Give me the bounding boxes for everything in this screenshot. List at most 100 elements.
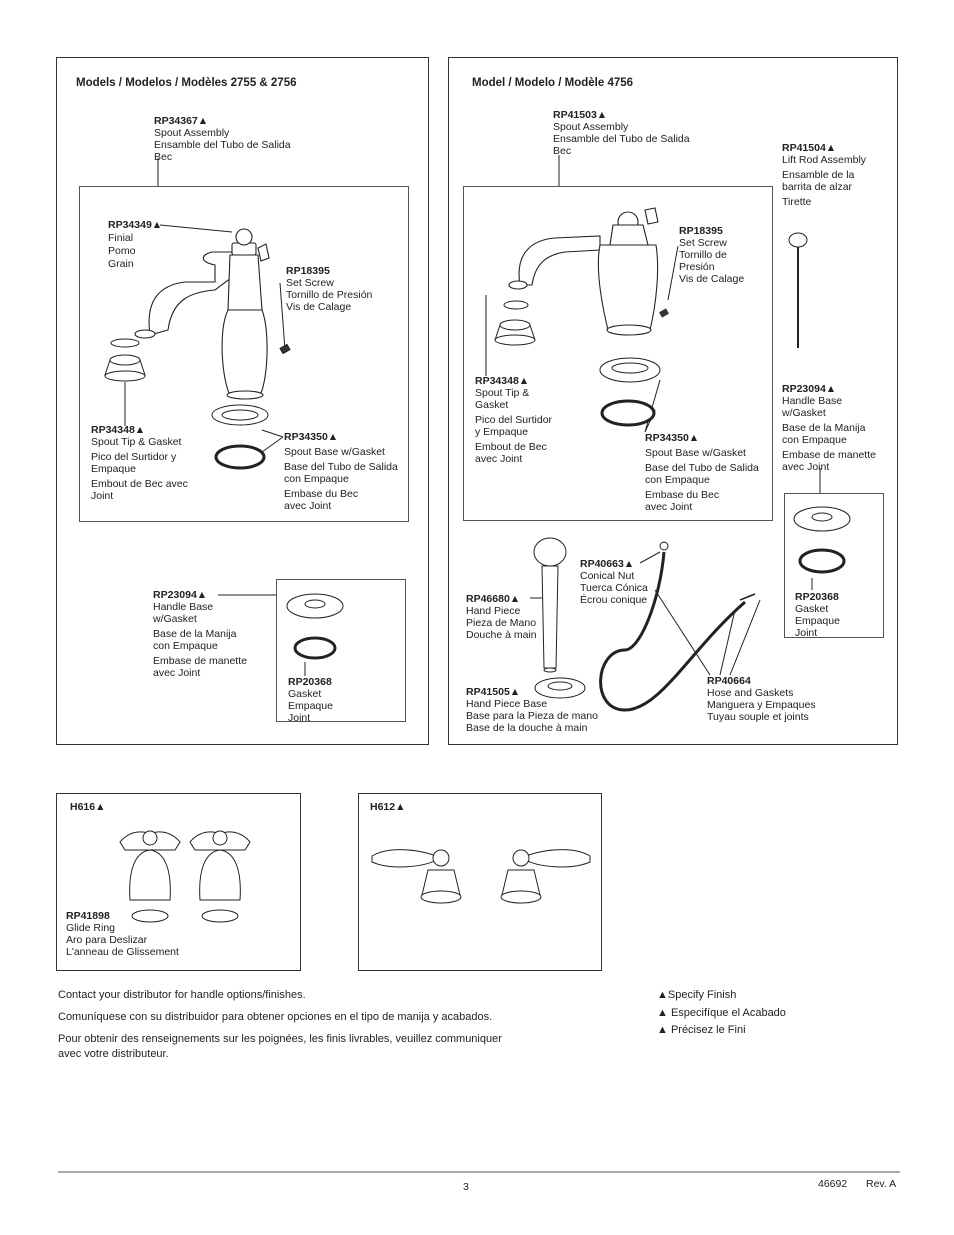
label-lift-rod: RP41504▲ Lift Rod Assembly Ensamble de l… <box>782 142 866 208</box>
label-line: Hand Piece Base <box>466 698 548 710</box>
label-line: barrita de alzar <box>782 181 853 193</box>
part-number: RP40663▲ <box>580 558 635 570</box>
label-line: Embase du Bec <box>284 488 359 500</box>
label-handle-base: RP23094▲ Handle Base w/Gasket Base de la… <box>153 589 247 679</box>
label-hand-piece: RP46680▲ Hand Piece Pieza de Mano Douche… <box>466 593 537 641</box>
label-line: Tornillo de <box>679 249 727 261</box>
label-line: Tuyau souple et joints <box>707 711 809 723</box>
label-line: Empaque <box>288 700 333 712</box>
label-gasket: RP20368 Gasket Empaque Joint <box>795 591 840 639</box>
label-line: Glide Ring <box>66 922 116 934</box>
label-line: Gasket <box>475 399 509 411</box>
handle-base-detail-box-left <box>276 579 406 722</box>
label-line: Joint <box>795 627 818 639</box>
lift-rod-detail-box <box>783 212 883 300</box>
handle-base-detail-box-right <box>784 493 884 638</box>
part-number: RP41898 <box>66 910 110 922</box>
part-number: RP18395 <box>679 225 723 237</box>
label-finial: RP34349▲ Finial Pomo Grain <box>108 219 162 270</box>
label-gasket: RP20368 Gasket Empaque Joint <box>288 676 333 724</box>
part-number: RP40664 <box>707 675 751 687</box>
label-hose: RP40664 Hose and Gaskets Manguera y Empa… <box>707 675 816 723</box>
label-line: Douche à main <box>466 629 537 641</box>
label-line: Base del Tubo de Salida <box>645 462 759 474</box>
left-panel-title: Models / Modelos / Modèles 2755 & 2756 <box>76 77 297 89</box>
label-line: Écrou conique <box>580 594 648 606</box>
label-spout-assembly: RP41503▲ Spout Assembly Ensamble del Tub… <box>553 109 690 157</box>
label-spout-base: RP34350▲ Spout Base w/Gasket Base del Tu… <box>645 432 759 513</box>
right-spout-detail-box <box>463 186 773 521</box>
part-number: RP34367▲ <box>154 115 209 127</box>
part-number: RP34348▲ <box>475 375 530 387</box>
label-line: Base para la Pieza de mano <box>466 710 598 722</box>
label-line: Pieza de Mano <box>466 617 537 629</box>
label-line: avec Joint <box>782 461 830 473</box>
label-line: Base de la douche à main <box>466 722 588 734</box>
label-line: Gasket <box>288 688 322 700</box>
label-line: Vis de Calage <box>679 273 745 285</box>
label-handle-base: RP23094▲ Handle Base w/Gasket Base de la… <box>782 383 876 473</box>
label-line: Gasket <box>795 603 829 615</box>
label-line: avec Joint <box>645 501 693 513</box>
label-spout-tip: RP34348▲ Spout Tip & Gasket Pico del Sur… <box>475 375 552 465</box>
label-line: Handle Base <box>782 395 843 407</box>
page-number: 3 <box>463 1181 469 1193</box>
label-line: Manguera y Empaques <box>707 699 816 711</box>
left-model-panel <box>56 57 429 745</box>
right-panel-title: Model / Modelo / Modèle 4756 <box>472 77 634 89</box>
label-line: avec Joint <box>284 500 332 512</box>
part-number: RP34350▲ <box>645 432 700 444</box>
label-line: L'anneau de Glissement <box>66 946 179 958</box>
label-line: Ensamble del Tubo de Salida <box>154 139 291 151</box>
note-spanish: Comuníquese con su distribuidor para obt… <box>58 1011 493 1023</box>
label-line: Lift Rod Assembly <box>782 154 867 166</box>
label-spout-assembly: RP34367▲ Spout Assembly Ensamble del Tub… <box>154 115 291 163</box>
label-line: con Empaque <box>782 434 847 446</box>
label-line: Embout de Bec avec <box>91 478 188 490</box>
label-line: Base de la Manija <box>153 628 237 640</box>
finish-french: ▲ Précisez le Fini <box>657 1024 746 1036</box>
label-line: Spout Base w/Gasket <box>284 446 385 458</box>
label-line: avec Joint <box>153 667 201 679</box>
part-number: RP41505▲ <box>466 686 521 698</box>
label-line: Tuerca Cónica <box>580 582 648 594</box>
part-number: RP41504▲ <box>782 142 837 154</box>
h612-title: H612▲ <box>370 801 406 813</box>
label-line: Empaque <box>795 615 840 627</box>
note-english: Contact your distributor for handle opti… <box>58 989 306 1001</box>
label-line: Set Screw <box>286 277 334 289</box>
label-line: Spout Assembly <box>154 127 230 139</box>
label-line: Embase du Bec <box>645 489 720 501</box>
label-line: Aro para Deslizar <box>66 934 148 946</box>
label-line: Spout Base w/Gasket <box>645 447 746 459</box>
part-number: RP20368 <box>795 591 839 603</box>
label-line: Spout Tip & <box>475 387 530 399</box>
part-number: RP34349▲ <box>108 219 163 231</box>
label-line: w/Gasket <box>782 407 826 419</box>
note-french-line2: avec votre distributeur. <box>58 1048 169 1060</box>
label-spout-base: RP34350▲ Spout Base w/Gasket Base del Tu… <box>284 431 398 512</box>
label-conical-nut: RP40663▲ Conical Nut Tuerca Cónica Écrou… <box>580 558 648 606</box>
label-line: y Empaque <box>475 426 529 438</box>
label-line: Vis de Calage <box>286 301 352 313</box>
finish-english: ▲Specify Finish <box>657 989 737 1001</box>
label-line: Embout de Bec <box>475 441 547 453</box>
label-line: Base de la Manija <box>782 422 866 434</box>
part-number: RP34348▲ <box>91 424 146 436</box>
label-line: Finial <box>108 232 134 244</box>
right-model-panel <box>448 57 898 745</box>
label-line: Pico del Surtidor <box>475 414 553 426</box>
label-line: Base del Tubo de Salida <box>284 461 398 473</box>
label-hand-piece-base: RP41505▲ Hand Piece Base Base para la Pi… <box>466 686 598 734</box>
document-number: 46692 <box>818 1178 848 1190</box>
label-line: Handle Base <box>153 601 214 613</box>
part-number: RP34350▲ <box>284 431 339 443</box>
label-line: Bec <box>553 145 572 157</box>
label-glide-ring: RP41898 Glide Ring Aro para Deslizar L'a… <box>66 910 179 958</box>
label-line: Ensamble del Tubo de Salida <box>553 133 690 145</box>
label-line: Empaque <box>91 463 136 475</box>
h616-title: H616▲ <box>70 801 106 813</box>
label-line: Conical Nut <box>580 570 635 582</box>
label-line: w/Gasket <box>153 613 197 625</box>
label-line: con Empaque <box>153 640 218 652</box>
